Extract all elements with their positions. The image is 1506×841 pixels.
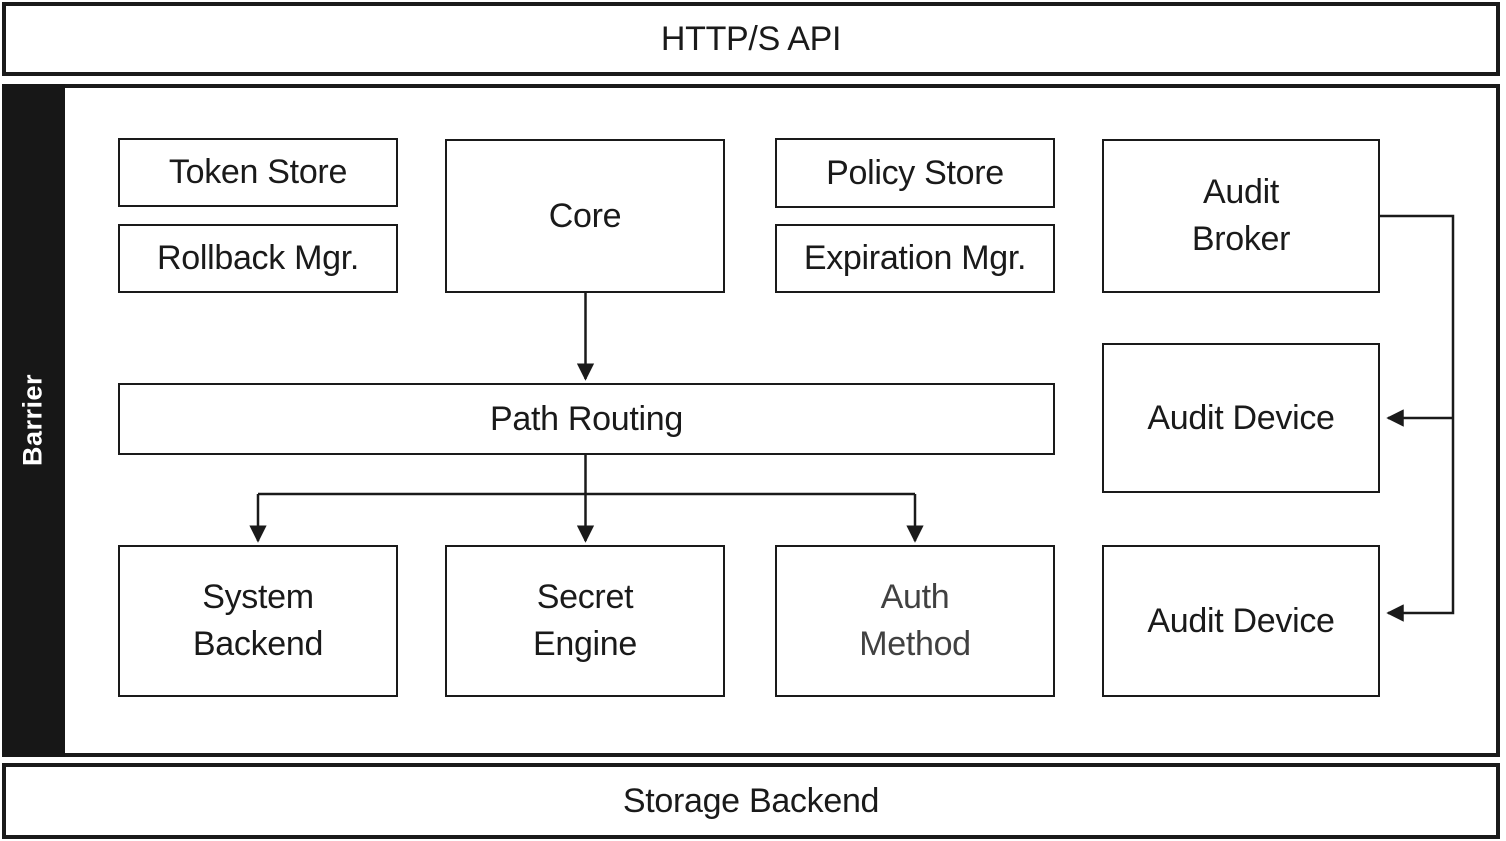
core-label: Core — [548, 196, 622, 235]
path-routing-box: Path Routing — [118, 383, 1055, 455]
audit-device-bottom-label: Audit Device — [1147, 601, 1335, 640]
audit-device-top-label: Audit Device — [1147, 398, 1335, 437]
storage-backend-banner: Storage Backend — [2, 763, 1500, 839]
barrier-label: Barrier — [17, 373, 48, 467]
auth-method-box: Auth Method — [775, 545, 1055, 697]
secret-engine-label: Secret Engine — [532, 578, 638, 663]
core-box: Core — [445, 139, 725, 293]
http-api-label: HTTP/S API — [660, 19, 842, 58]
token-store-box: Token Store — [118, 138, 398, 207]
auth-method-label: Auth Method — [859, 578, 971, 663]
rollback-mgr-box: Rollback Mgr. — [118, 224, 398, 293]
barrier-bar — [2, 84, 65, 757]
audit-device-bottom-box: Audit Device — [1102, 545, 1380, 697]
audit-broker-box: Audit Broker — [1102, 139, 1380, 293]
policy-store-label: Policy Store — [826, 153, 1004, 192]
audit-device-top-box: Audit Device — [1102, 343, 1380, 493]
audit-broker-label: Audit Broker — [1191, 173, 1291, 258]
system-backend-box: System Backend — [118, 545, 398, 697]
expiration-mgr-box: Expiration Mgr. — [775, 224, 1055, 293]
token-store-label: Token Store — [168, 153, 348, 192]
http-api-banner: HTTP/S API — [2, 2, 1500, 76]
policy-store-box: Policy Store — [775, 138, 1055, 208]
system-backend-label: System Backend — [192, 578, 324, 663]
expiration-mgr-label: Expiration Mgr. — [803, 239, 1027, 278]
storage-backend-label: Storage Backend — [622, 781, 880, 820]
secret-engine-box: Secret Engine — [445, 545, 725, 697]
path-routing-label: Path Routing — [490, 399, 683, 438]
rollback-mgr-label: Rollback Mgr. — [156, 239, 360, 278]
